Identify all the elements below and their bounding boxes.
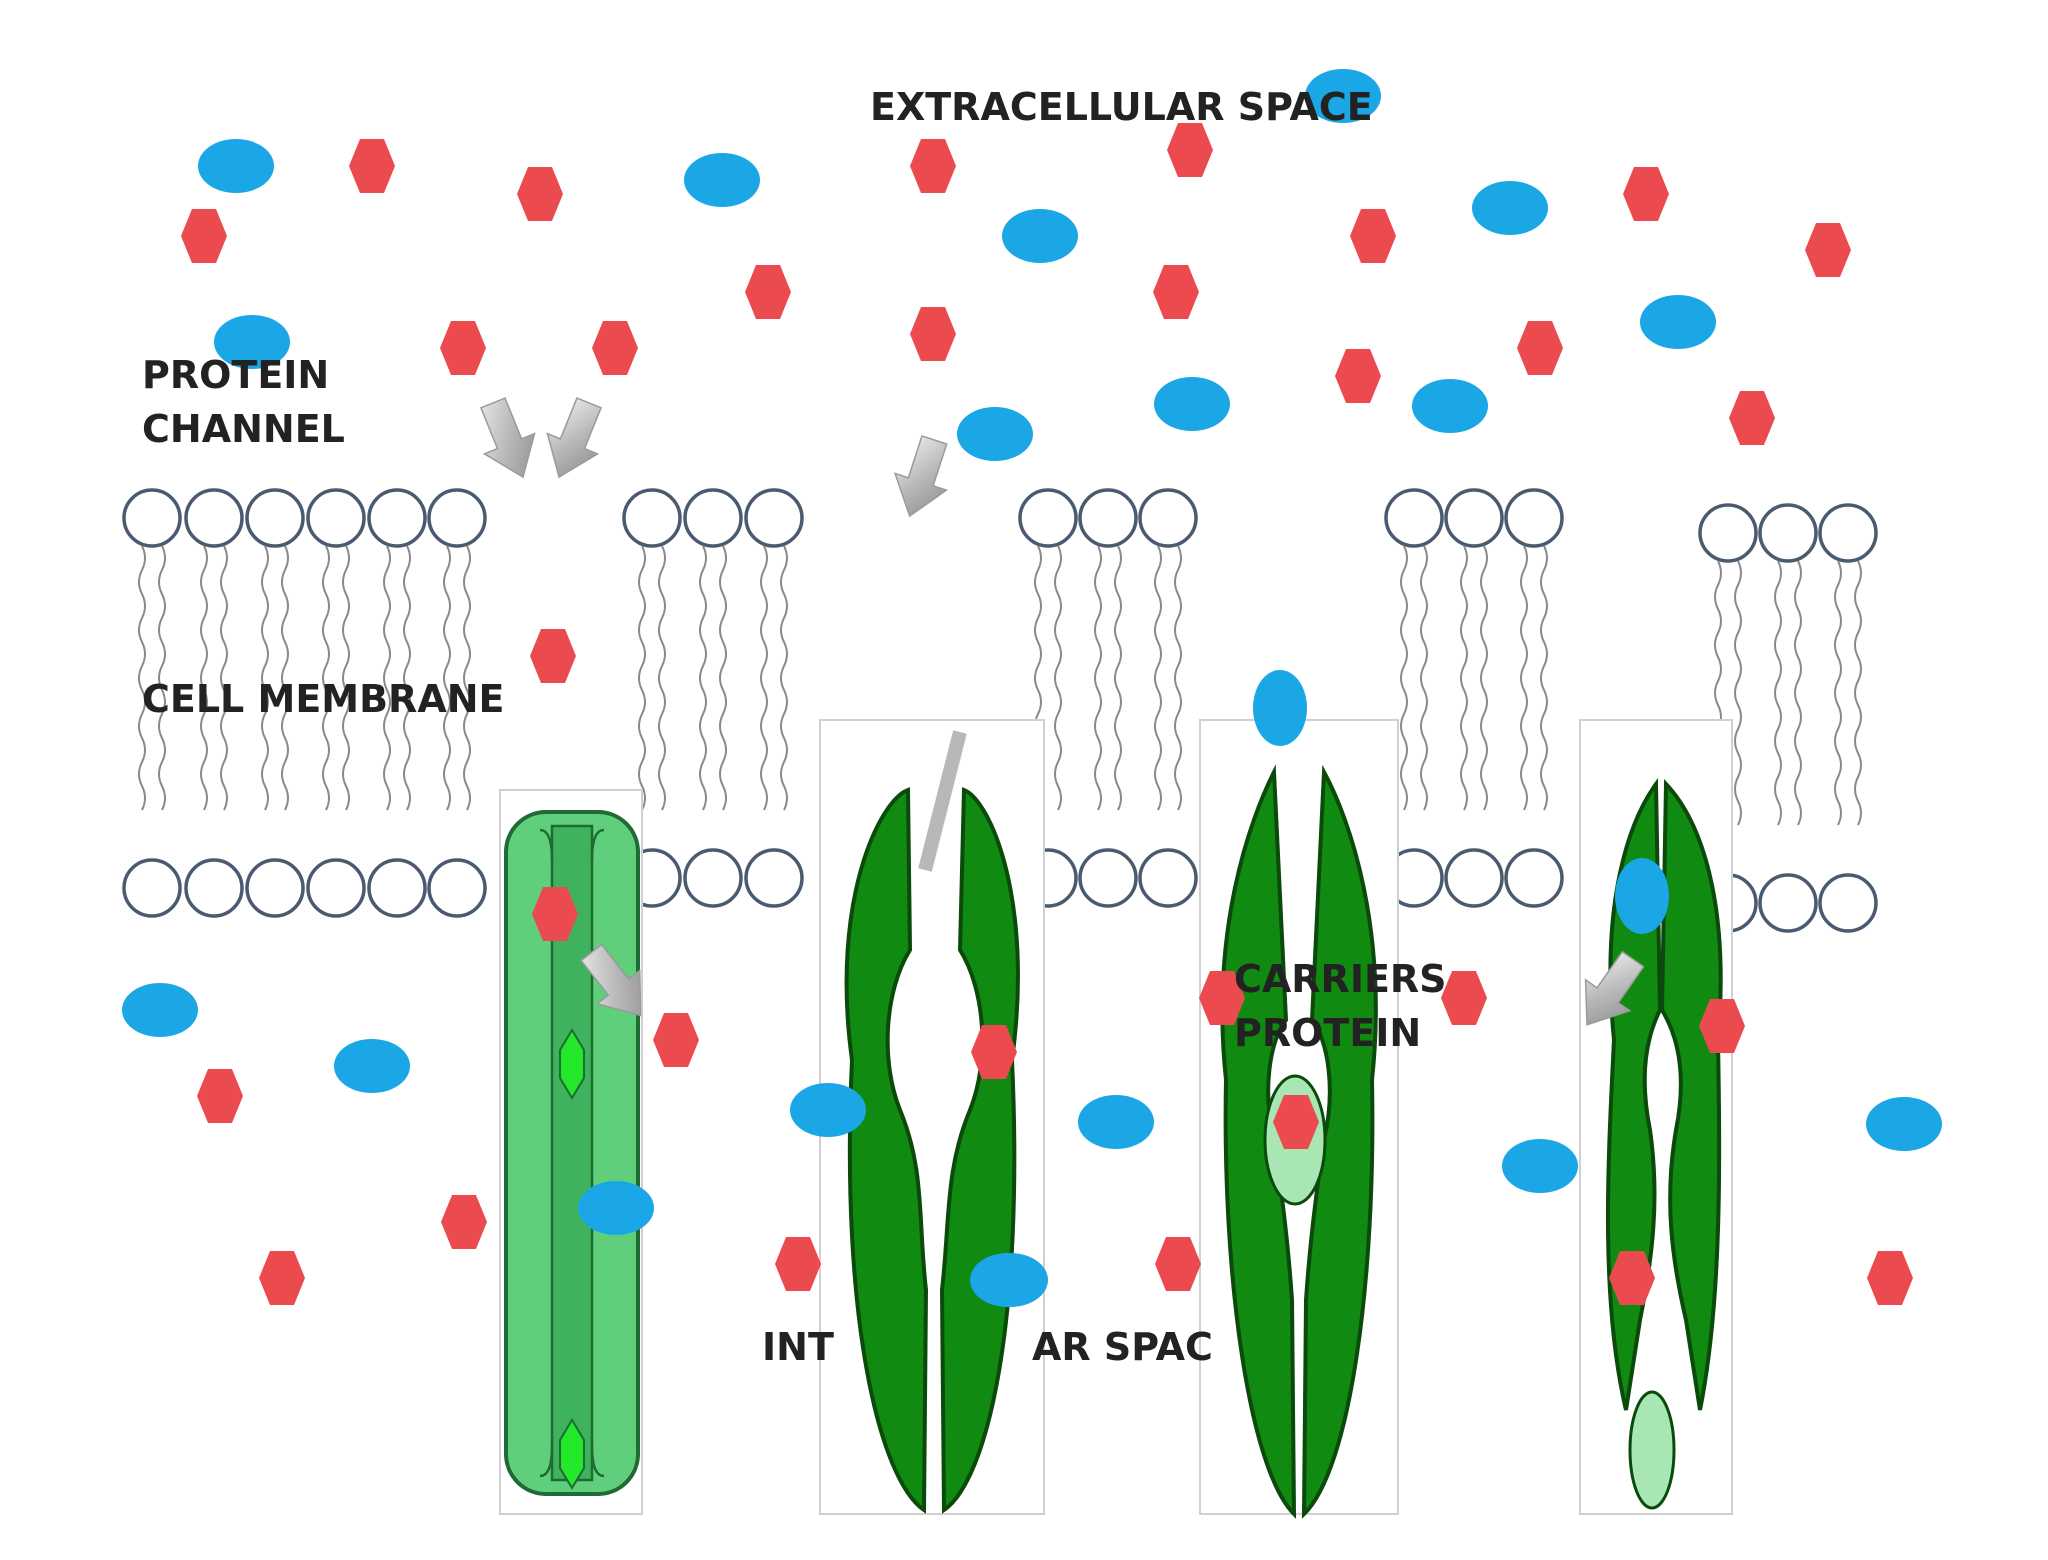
red-molecule-icon	[745, 265, 791, 319]
blue-molecule-icon	[578, 1181, 654, 1235]
red-molecule-icon	[259, 1251, 305, 1305]
red-molecule-icon	[1350, 209, 1396, 263]
red-molecule-icon	[349, 139, 395, 193]
blue-molecule-icon	[684, 153, 760, 207]
red-molecule-icon	[441, 1195, 487, 1249]
extracellular-molecules	[181, 69, 1851, 683]
blue-molecule-icon	[1615, 858, 1669, 934]
blue-molecule-icon	[1002, 209, 1078, 263]
red-molecule-icon	[775, 1237, 821, 1291]
red-molecule-icon	[440, 321, 486, 375]
blue-molecule-icon	[972, 1253, 1048, 1307]
red-molecule-icon	[1805, 223, 1851, 277]
red-molecule-icon	[910, 307, 956, 361]
blue-molecule-icon	[1412, 379, 1488, 433]
red-molecule-icon	[1441, 971, 1487, 1025]
protein-channel	[499, 789, 663, 1515]
carrier-protein-2	[1199, 670, 1399, 1519]
blue-molecule-icon	[198, 139, 274, 193]
blue-molecule-icon	[334, 1039, 410, 1093]
red-molecule-icon	[1517, 321, 1563, 375]
red-molecule-icon	[1623, 167, 1669, 221]
blue-molecule-icon	[1472, 181, 1548, 235]
red-molecule-icon	[1153, 265, 1199, 319]
red-molecule-icon	[530, 629, 576, 683]
red-molecule-icon	[197, 1069, 243, 1123]
red-molecule-icon	[517, 167, 563, 221]
blue-molecule-icon	[1253, 670, 1307, 746]
protein-channel-label-line-1: PROTEIN	[142, 353, 330, 397]
blue-molecule-icon	[1502, 1139, 1578, 1193]
protein-channel-label: PROTEIN CHANNEL	[142, 348, 345, 456]
intracellular-label-right: AR SPAC	[1032, 1325, 1213, 1369]
phospholipid-icon	[1018, 488, 1198, 908]
blue-molecule-icon	[957, 407, 1033, 461]
arrow-icon	[533, 392, 615, 488]
blue-molecule-icon	[1078, 1095, 1154, 1149]
cell-membrane-label: CELL MEMBRANE	[142, 677, 505, 721]
red-molecule-icon	[653, 1013, 699, 1067]
arrow-icon	[883, 430, 961, 526]
carrier-protein-3	[1564, 719, 1745, 1515]
red-molecule-icon	[1335, 349, 1381, 403]
carriers-protein-label-line-2: PROTEIN	[1234, 1011, 1422, 1055]
red-molecule-icon	[592, 321, 638, 375]
phospholipid-icon	[1384, 488, 1564, 908]
blue-molecule-icon	[1866, 1097, 1942, 1151]
carriers-protein-label: CARRIERS PROTEIN	[1234, 952, 1447, 1060]
blue-molecule-icon	[122, 983, 198, 1037]
red-molecule-icon	[1155, 1237, 1201, 1291]
red-molecule-icon	[910, 139, 956, 193]
phospholipid-icon	[622, 488, 804, 908]
red-molecule-icon	[181, 209, 227, 263]
red-molecule-icon	[1729, 391, 1775, 445]
intracellular-label-left: INT	[762, 1325, 834, 1369]
blue-molecule-icon	[1154, 377, 1230, 431]
blue-molecule-icon	[790, 1083, 866, 1137]
red-molecule-icon	[1867, 1251, 1913, 1305]
blue-molecule-icon	[1640, 295, 1716, 349]
extracellular-label: EXTRACELLULAR SPACE	[870, 85, 1373, 129]
carriers-protein-label-line-1: CARRIERS	[1234, 957, 1447, 1001]
arrow-icon	[467, 392, 549, 488]
protein-channel-label-line-2: CHANNEL	[142, 407, 345, 451]
